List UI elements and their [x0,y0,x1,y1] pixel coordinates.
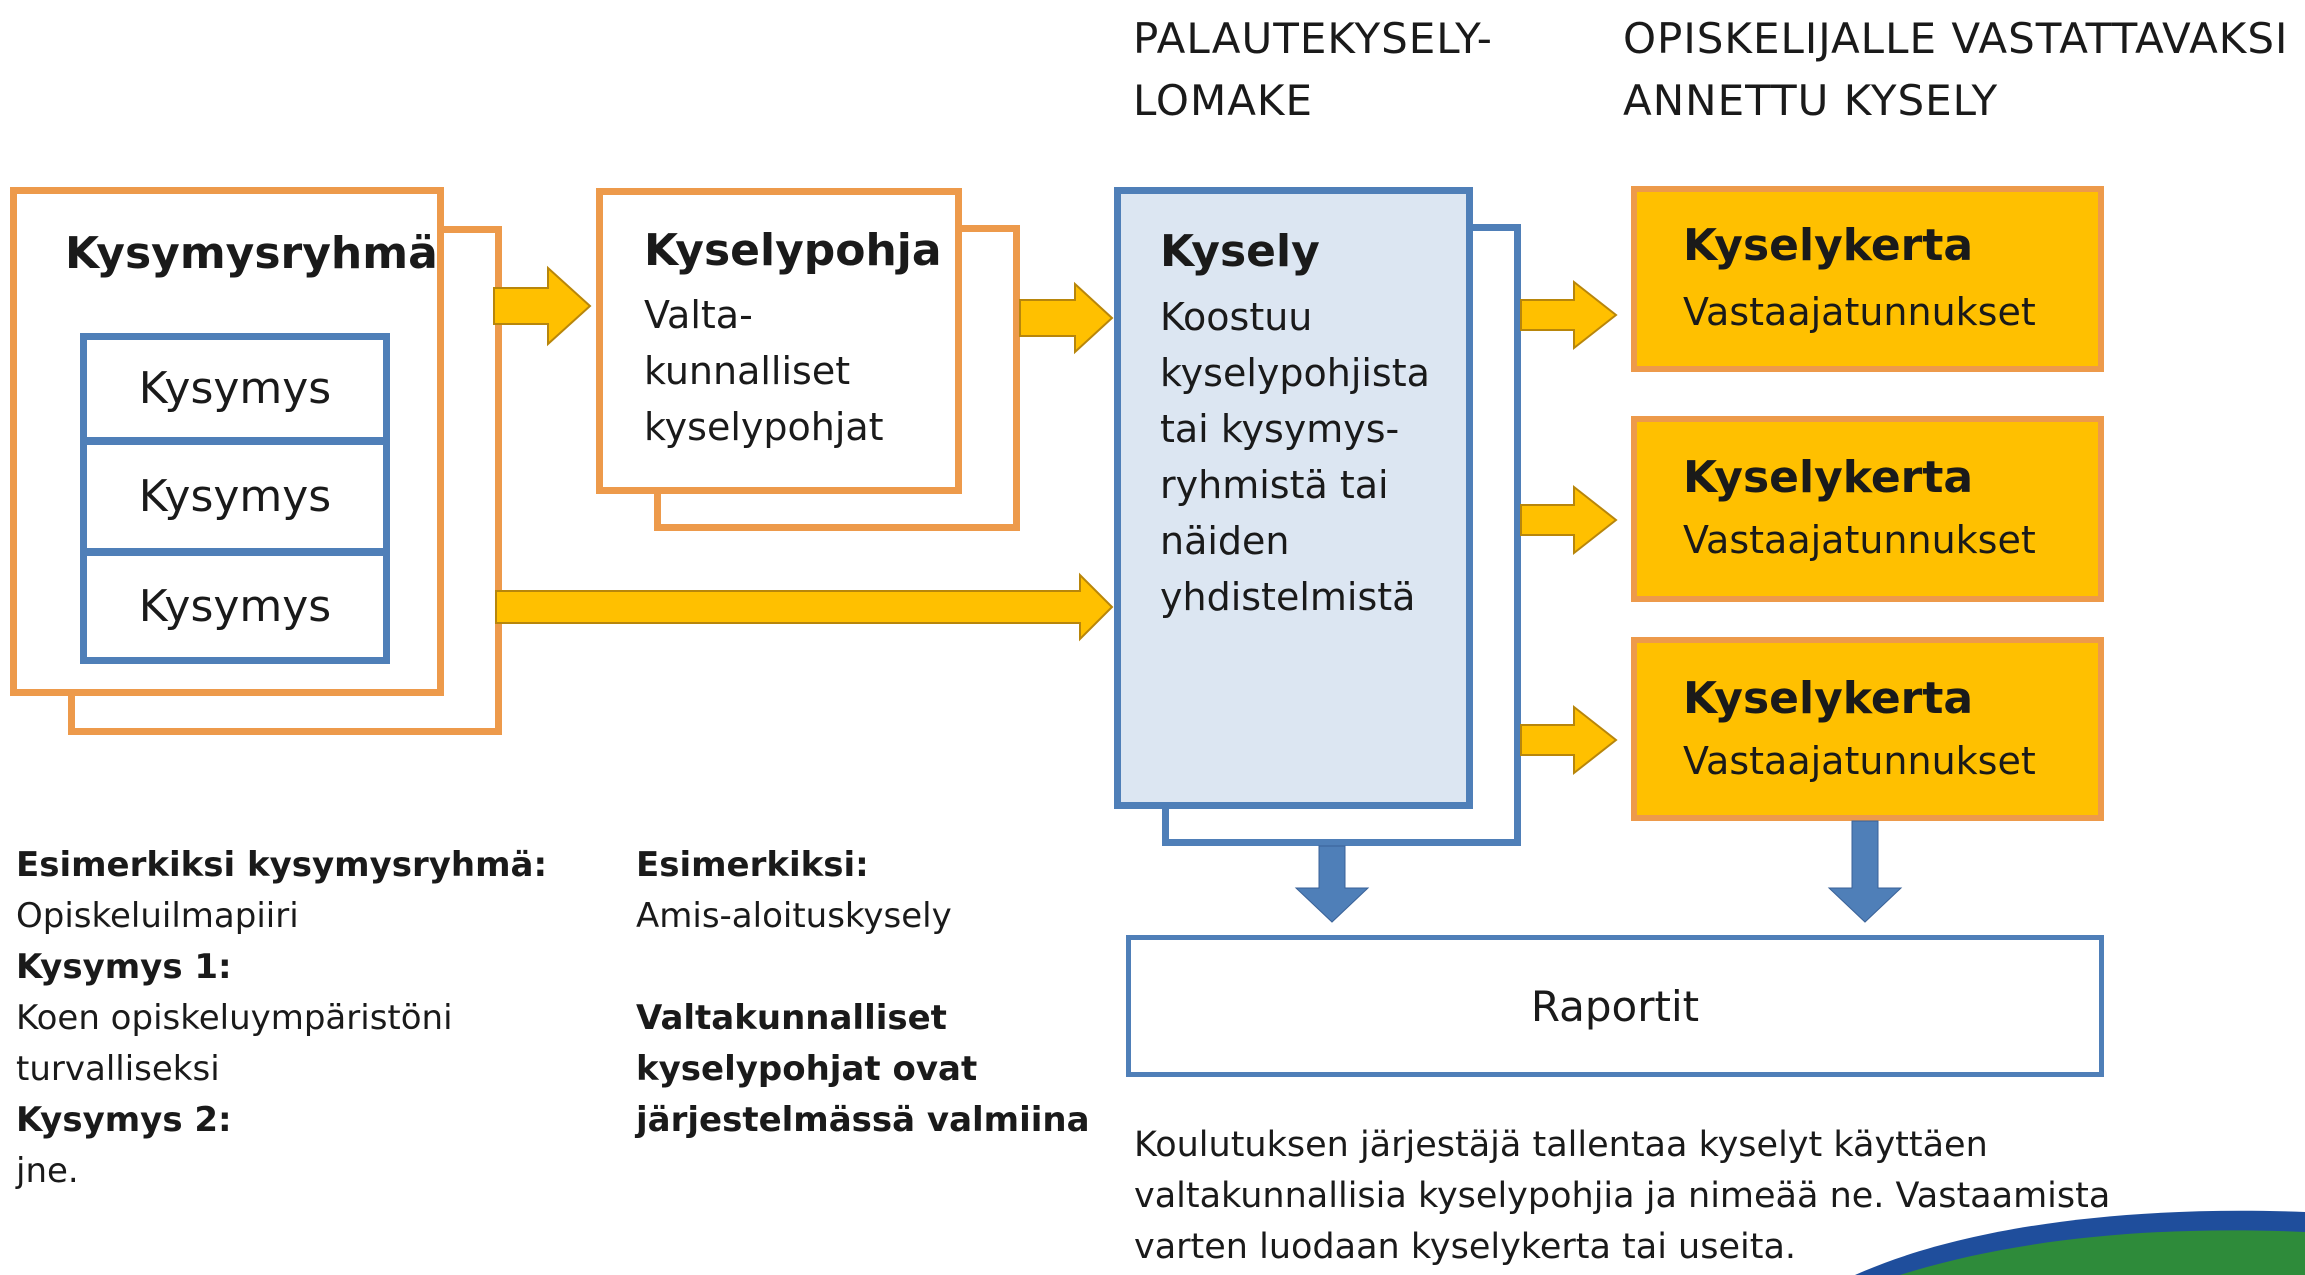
arrow-down-icon [1827,820,1903,923]
question-item: Kysymys [80,333,390,444]
form-header-line: LOMAKE [1133,76,1314,125]
form-header: PALAUTEKYSELY- LOMAKE [1133,8,1493,132]
template-description: Valta- kunnalliset kyselypohjat [644,287,884,455]
student-header-line: ANNETTU KYSELY [1623,76,1999,125]
example-spacer [636,942,1090,993]
example-line: Esimerkiksi: [636,845,869,885]
question-label: Kysymys [138,581,332,632]
survey-round-box: Kyselykerta Vastaajatunnukset [1631,416,2104,602]
example-line: kyselypohjat ovat [636,1049,978,1089]
student-header: OPISKELIJALLE VASTATTAVAKSI ANNETTU KYSE… [1623,8,2288,132]
arrow-right-icon [1520,484,1618,556]
example-line: Opiskeluilmapiiri [16,896,299,936]
example-line: Amis-aloituskysely [636,896,952,936]
survey-line: tai kysymys- [1160,407,1400,451]
survey-box: Kysely Koostuu kyselypohjista tai kysymy… [1114,187,1473,809]
footer-line: Koulutuksen järjestäjä tallentaa kyselyt… [1134,1125,1988,1165]
reports-box: Raportit [1126,935,2104,1077]
survey-description: Koostuu kyselypohjista tai kysymys- ryhm… [1160,289,1430,625]
example-line: järjestelmässä valmiina [636,1100,1090,1140]
example-line: Koen opiskeluympäristöni [16,998,453,1038]
respondent-ids-label: Vastaajatunnukset [1683,739,2036,783]
respondent-ids-label: Vastaajatunnukset [1683,518,2036,562]
template-box: Kyselypohja Valta- kunnalliset kyselypoh… [596,188,962,494]
reports-label: Raportit [1530,981,1700,1031]
logo-swoosh-icon [1900,1230,2305,1275]
respondent-ids-label: Vastaajatunnukset [1683,290,2036,334]
survey-round-title: Kyselykerta [1683,673,1974,724]
arrow-right-icon [1019,281,1114,355]
example-line: turvalliseksi [16,1049,220,1089]
survey-round-title: Kyselykerta [1683,452,1974,503]
student-header-line: OPISKELIJALLE VASTATTAVAKSI [1623,14,2289,63]
example-line: Kysymys 2: [16,1100,232,1140]
template-line: kyselypohjat [644,405,884,449]
template-line: kunnalliset [644,349,851,393]
question-label: Kysymys [138,363,332,414]
survey-round-title: Kyselykerta [1683,220,1974,271]
form-header-line: PALAUTEKYSELY- [1133,14,1493,63]
example-line: Kysymys 1: [16,947,232,987]
footer-note: Koulutuksen järjestäjä tallentaa kyselyt… [1134,1120,2110,1273]
arrow-right-icon [1520,704,1618,776]
example-line: Esimerkiksi kysymysryhmä: [16,845,548,885]
question-item: Kysymys [80,549,390,664]
group-example: Esimerkiksi kysymysryhmä: Opiskeluilmapi… [16,840,547,1197]
survey-line: Koostuu [1160,295,1313,339]
survey-round-box: Kyselykerta Vastaajatunnukset [1631,186,2104,372]
survey-title: Kysely [1160,226,1320,277]
question-label: Kysymys [138,471,332,522]
template-line: Valta- [644,293,753,337]
arrow-right-icon [493,265,592,347]
arrow-right-icon [495,572,1114,642]
footer-line: varten luodaan kyselykerta tai useita. [1134,1227,1797,1267]
question-group-title: Kysymysryhmä [65,228,438,279]
survey-line: kyselypohjista [1160,351,1430,395]
survey-line: näiden [1160,519,1290,563]
template-title: Kyselypohja [644,225,942,276]
example-line: jne. [16,1151,79,1191]
arrow-right-icon [1520,279,1618,351]
example-line: Valtakunnalliset [636,998,947,1038]
survey-line: yhdistelmistä [1160,575,1416,619]
survey-line: ryhmistä tai [1160,463,1389,507]
survey-round-box: Kyselykerta Vastaajatunnukset [1631,637,2104,821]
footer-line: valtakunnallisia kyselypohjia ja nimeää … [1134,1176,2111,1216]
template-example: Esimerkiksi: Amis-aloituskysely Valtakun… [636,840,1090,1146]
arrow-down-icon [1294,845,1370,923]
